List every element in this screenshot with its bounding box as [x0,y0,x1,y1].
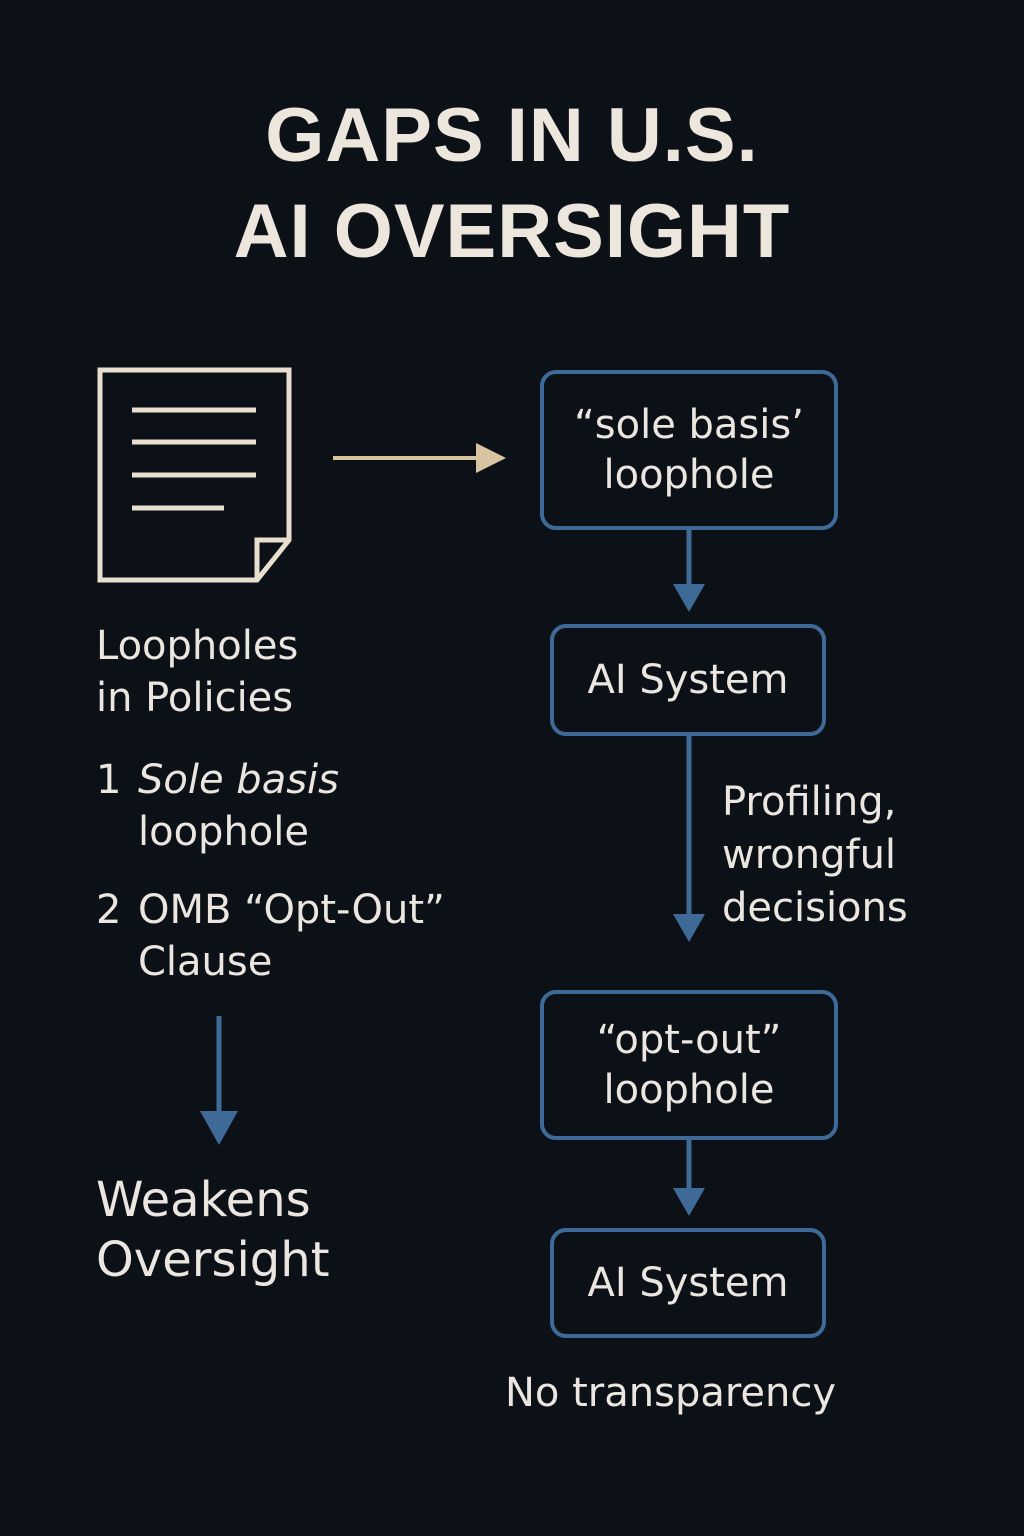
arrow-down-icon-3 [673,1140,705,1216]
left-heading: Loopholes in Policies [96,620,298,724]
list-item-1-line-2: loophole [138,809,309,855]
list-item-2-line-1: OMB “Opt-Out” [138,887,445,933]
box1-line-2: loophole [603,452,775,498]
document-icon [97,367,292,583]
result-text: Weakens Oversight [96,1170,330,1290]
side-label-line-1: Profiling, [722,779,897,825]
ai-system-box-2: AI System [550,1228,826,1338]
list-item-2: 2 OMB “Opt-Out” Clause [96,884,516,988]
box3-line-2: loophole [603,1067,775,1113]
result-line-1: Weakens [96,1172,311,1228]
box4-label: AI System [587,1260,789,1306]
ai-system-box-1: AI System [550,624,826,736]
no-transparency-label: No transparency [505,1370,837,1416]
page-title: GAPS IN U.S. AI OVERSIGHT [0,88,1024,280]
arrow-down-icon-2 [673,736,705,942]
list-item-2-line-2: Clause [138,939,273,985]
side-label-line-2: wrongful [722,832,897,878]
box2-label: AI System [587,657,789,703]
arrow-down-icon-1 [673,530,705,612]
list-item-1-number: 1 [96,757,122,803]
box1-line-1: “sole basis’ [574,402,804,448]
arrow-down-icon-left [200,1016,238,1145]
box3-line-1: “opt-out” [596,1017,782,1063]
arrow-right-icon [333,443,506,473]
list-item-1-line-1: Sole basis [138,757,339,803]
profiling-label: Profiling, wrongful decisions [722,776,908,935]
opt-out-loophole-box: “opt-out” loophole [540,990,838,1140]
result-line-2: Oversight [96,1232,330,1288]
sole-basis-loophole-box: “sole basis’ loophole [540,370,838,530]
side-label-line-3: decisions [722,885,908,931]
title-line-2: AI OVERSIGHT [233,189,791,274]
title-line-1: GAPS IN U.S. [265,93,759,178]
left-heading-line-1: Loopholes [96,623,299,669]
left-heading-line-2: in Policies [96,675,294,721]
list-item-1: 1 Sole basis loophole [96,754,496,858]
list-item-2-number: 2 [96,887,122,933]
